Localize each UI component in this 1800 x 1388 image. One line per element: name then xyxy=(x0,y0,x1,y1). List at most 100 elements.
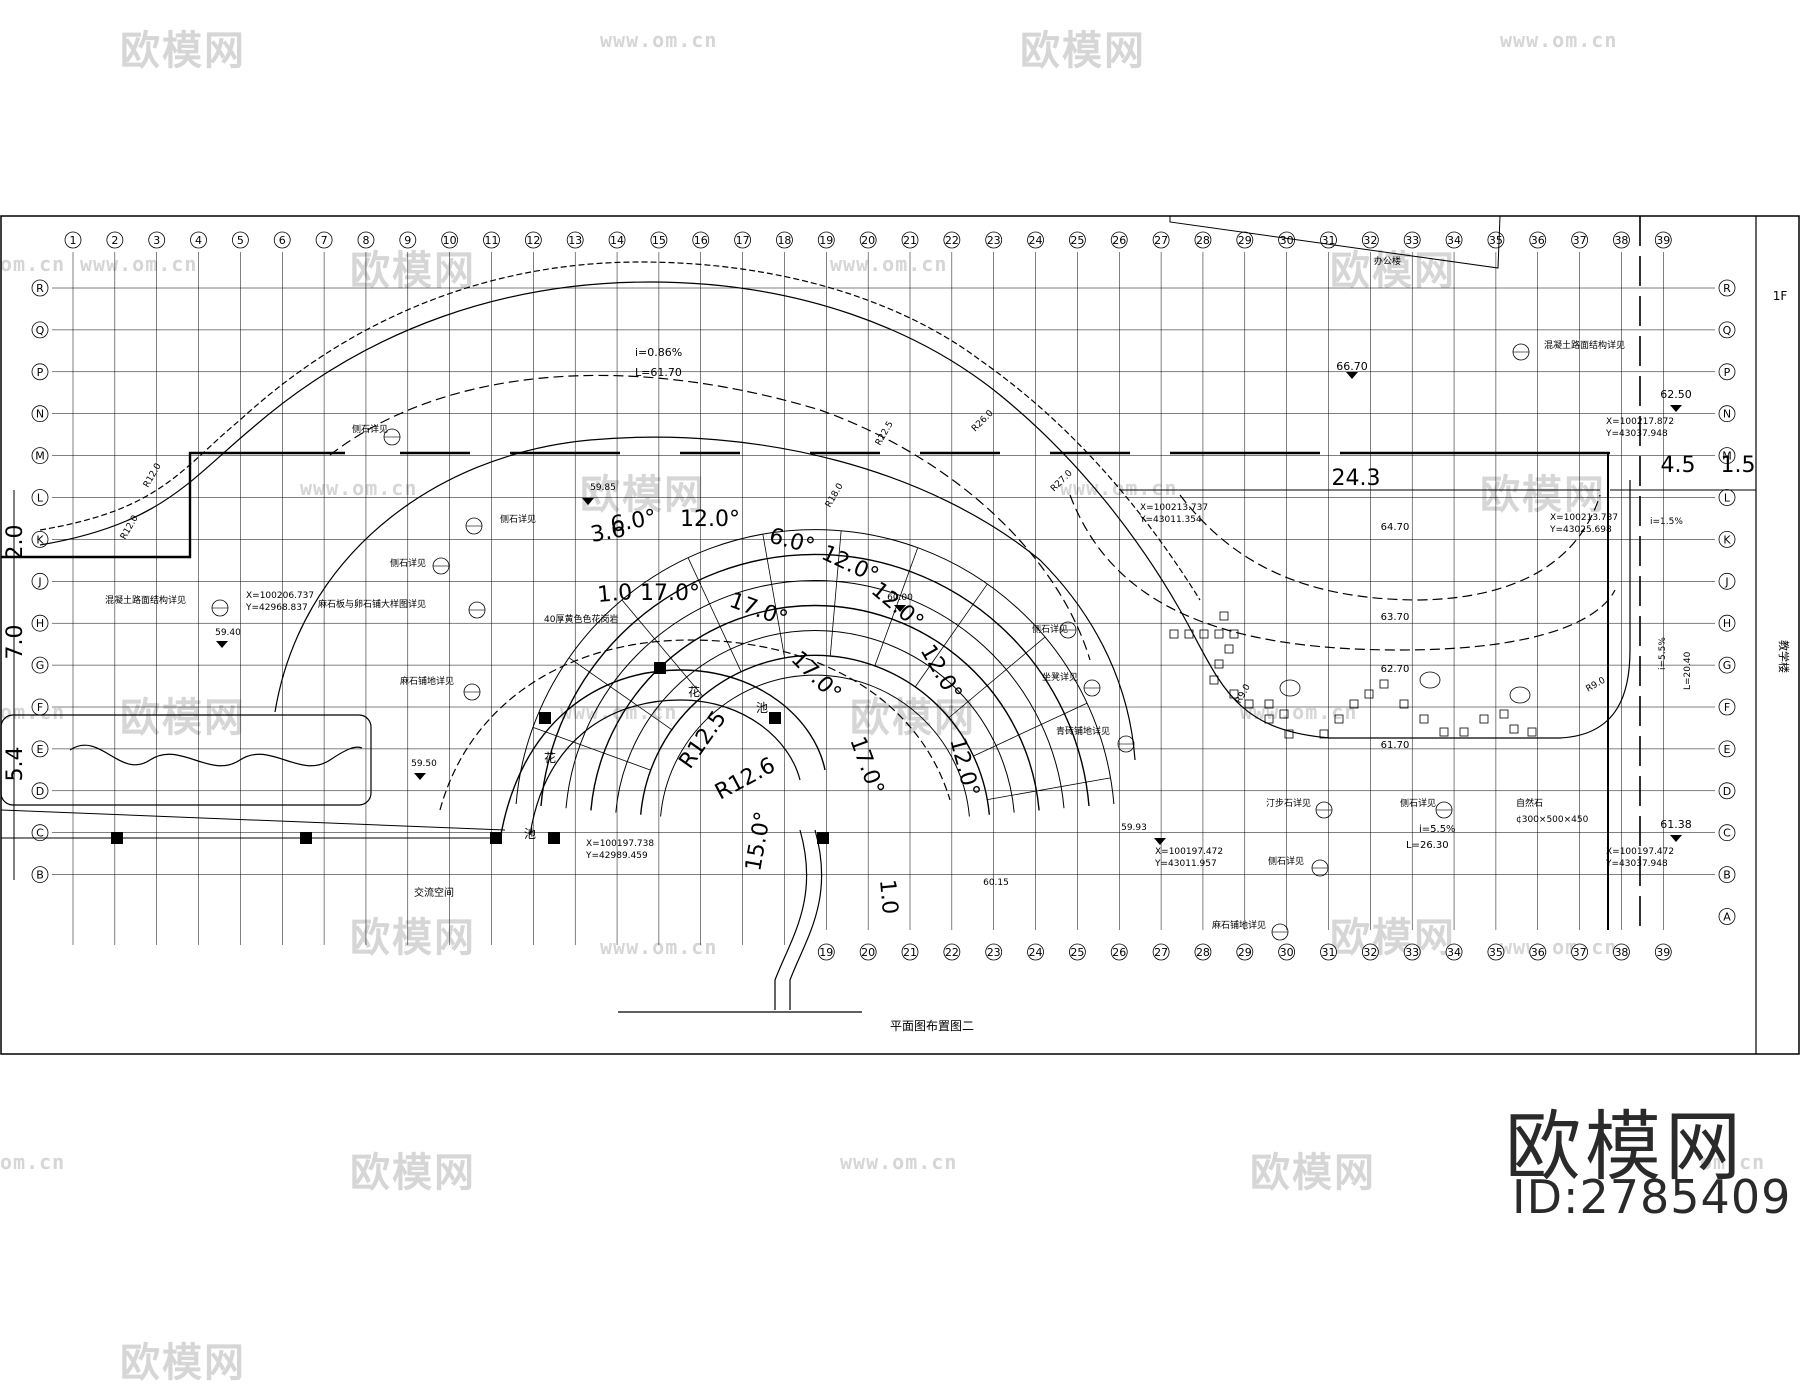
top-axis-bubble xyxy=(315,231,333,249)
left-axis-label: E xyxy=(37,743,44,756)
right-axis-bubble xyxy=(1718,405,1736,423)
left-axis-bubble xyxy=(31,782,49,800)
dim-len-1-b: 1.0 xyxy=(874,878,902,915)
amphitheatre-radial-divider xyxy=(621,599,703,697)
right-axis-label: D xyxy=(1723,785,1731,798)
stepping-stone xyxy=(1459,727,1469,737)
dim-left-5-4: 5.4 xyxy=(3,747,28,782)
coord-f-y: Y=43037.948 xyxy=(1605,859,1668,869)
bottom-axis-bubble xyxy=(1613,943,1630,961)
stepping-stone xyxy=(1214,629,1224,639)
top-axis-label: 17 xyxy=(736,234,750,247)
top-axis-label: 10 xyxy=(443,234,457,247)
amphitheatre-ring xyxy=(515,529,1115,804)
left-axis-bubble xyxy=(31,656,49,674)
top-axis-bubble xyxy=(692,231,710,249)
top-axis-label: 27 xyxy=(1154,234,1168,247)
right-axis-bubble xyxy=(1718,614,1736,632)
dim-radius-12-5: R12.5 xyxy=(674,706,731,773)
stepping-stone xyxy=(1364,689,1374,699)
bottom-axis-label: 36 xyxy=(1531,946,1545,959)
elevation-59-85: 59.85 xyxy=(590,483,616,493)
coord-e-x: X=100197.472 xyxy=(1155,847,1223,857)
bottom-axis-bubble xyxy=(1110,943,1128,961)
amphitheatre-radial-divider xyxy=(948,636,1046,718)
flower-bed-char-3: 花 xyxy=(544,750,556,765)
top-axis-bubble xyxy=(859,231,877,249)
dim-left-7-0: 7.0 xyxy=(3,625,28,660)
elevation-marker xyxy=(1670,405,1682,412)
left-axis-bubble xyxy=(31,866,49,883)
left-axis-label: B xyxy=(36,869,44,882)
left-axis-bubble xyxy=(31,531,49,548)
bottom-axis-label: 26 xyxy=(1112,946,1126,959)
top-axis-label: 8 xyxy=(362,234,369,247)
column-pier xyxy=(111,832,123,844)
dim-3-6: 3.6 xyxy=(589,517,628,548)
outer-path-edge xyxy=(39,281,1181,611)
note-bench: 坐凳详见 xyxy=(1042,671,1078,683)
left-axis-bubble xyxy=(31,279,49,297)
bottom-axis-label: 21 xyxy=(903,946,917,959)
note-concrete-pavement: 混凝土路面结构详见 xyxy=(105,594,186,606)
column-pier xyxy=(539,712,551,724)
amphitheatre-radial-divider xyxy=(762,534,785,658)
amphitheatre-radial-divider xyxy=(532,727,651,771)
flower-bed-ring xyxy=(499,669,826,841)
left-axis-bubble xyxy=(31,489,49,506)
elevation-64-70: 64.70 xyxy=(1381,522,1410,533)
bottom-axis-bubble xyxy=(1654,943,1672,961)
bottom-axis-bubble xyxy=(1236,943,1254,961)
coord-g-y: Y=43037.948 xyxy=(1605,429,1668,439)
left-axis-label: L xyxy=(37,492,44,505)
top-axis-bubble xyxy=(817,231,835,249)
boundary-left-wall xyxy=(1,451,345,559)
amphitheatre-radial-divider xyxy=(829,531,842,656)
dim-angle-12-c: 12.0° xyxy=(866,577,928,635)
entry-walk xyxy=(774,829,808,1010)
bottom-axis-label: 38 xyxy=(1614,946,1628,959)
left-axis-bubble xyxy=(31,321,49,339)
water-wave xyxy=(69,744,363,767)
top-axis-bubble xyxy=(1027,231,1044,249)
top-axis-bubble xyxy=(148,231,166,249)
brand-logo-text: 欧模网 xyxy=(1505,1102,1745,1191)
amphitheatre-ring xyxy=(540,553,1090,807)
stepping-stone xyxy=(1169,629,1179,639)
dim-angle-17-d: 17.0° xyxy=(844,734,888,799)
stepping-stone xyxy=(1184,629,1194,639)
top-axis-bubble xyxy=(1571,231,1588,249)
stepping-stone xyxy=(1284,729,1294,739)
column-pier xyxy=(654,662,666,674)
note-curb-1: 侧石详见 xyxy=(352,423,388,435)
bottom-axis-label: 37 xyxy=(1573,946,1587,959)
bottom-axis-bubble xyxy=(1529,943,1547,961)
column-pier xyxy=(769,712,781,724)
top-axis-bubble xyxy=(1529,231,1547,249)
natural-rock xyxy=(1279,679,1301,697)
radius-label-26: R26.0 xyxy=(970,408,996,434)
outer-path-edge-dashed xyxy=(39,261,1201,601)
top-axis-label: 39 xyxy=(1656,234,1670,247)
drawing-frame xyxy=(0,215,1800,1055)
top-axis-bubble xyxy=(273,231,291,249)
teaching-building-label: 教学楼 xyxy=(1777,640,1791,673)
stepping-stone xyxy=(1334,714,1344,724)
top-axis-bubble xyxy=(357,231,375,249)
entry-walk-2 xyxy=(789,829,823,1010)
bottom-axis-bubble xyxy=(1487,943,1505,961)
left-axis-label: C xyxy=(36,827,44,840)
flower-bed-char-4: 池 xyxy=(524,827,536,841)
bottom-axis-bubble xyxy=(1571,943,1588,961)
coord-b-y: Y=42989.459 xyxy=(585,851,648,861)
natural-rock xyxy=(1419,671,1441,689)
bottom-axis-bubble xyxy=(1194,943,1212,961)
elevation-marker xyxy=(1154,838,1166,845)
top-axis-bubble xyxy=(1110,231,1128,249)
stepping-stone xyxy=(1229,689,1239,699)
amphitheatre-ring xyxy=(615,630,1015,813)
column-pier xyxy=(300,832,312,844)
radius-label-9a: R9.0 xyxy=(1234,682,1253,705)
bottom-axis-label: 34 xyxy=(1447,946,1461,959)
drawing-title: 平面图布置图二 xyxy=(890,1019,974,1033)
